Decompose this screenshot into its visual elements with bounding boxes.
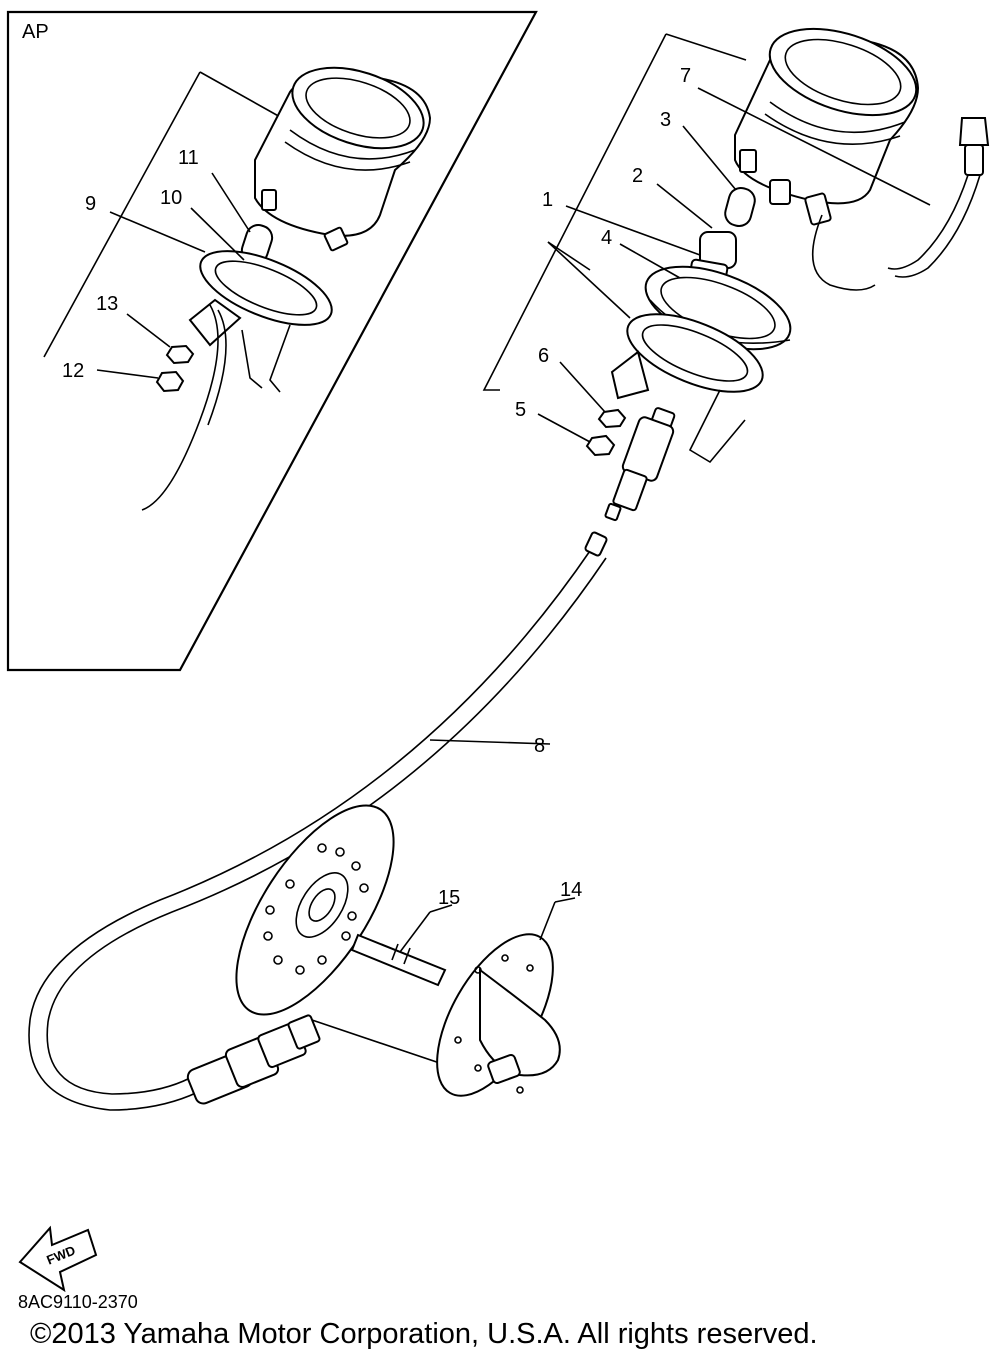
drive-disc xyxy=(235,804,395,1016)
main-assembly: 7 3 2 1 4 6 5 xyxy=(482,27,990,522)
inset-label: AP xyxy=(22,21,49,43)
inset-panel-ap: AP xyxy=(6,10,538,672)
callout-5: 5 xyxy=(515,399,526,421)
callout-12: 12 xyxy=(62,360,84,382)
callout-14: 14 xyxy=(560,879,582,901)
callout-6: 6 xyxy=(538,345,549,367)
meter-bracket xyxy=(610,313,764,464)
callout-13: 13 xyxy=(96,293,118,315)
copyright-notice: ©2013 Yamaha Motor Corporation, U.S.A. A… xyxy=(30,1318,818,1350)
callout-9: 9 xyxy=(85,193,96,215)
callout-11: 11 xyxy=(178,147,199,169)
callout-2: 2 xyxy=(632,165,643,187)
meter-cable-end xyxy=(887,117,990,278)
speedometer-gear-unit: 14 xyxy=(436,879,582,1097)
callout-15: 15 xyxy=(438,887,460,909)
drive-shaft: 15 xyxy=(350,887,460,987)
cable-connector xyxy=(604,407,676,522)
inset-meter xyxy=(254,66,432,252)
callout-7: 7 xyxy=(680,65,691,87)
fwd-arrow-icon: FWD xyxy=(18,1225,98,1293)
callout-3: 3 xyxy=(660,109,671,131)
callout-8: 8 xyxy=(534,735,545,757)
speedometer-cable: 8 xyxy=(28,531,608,1111)
callout-4: 4 xyxy=(601,227,612,249)
drawing-number: 8AC9110-2370 xyxy=(18,1292,138,1312)
main-meter xyxy=(734,27,920,291)
inset-bracket xyxy=(141,250,333,511)
callout-1: 1 xyxy=(542,189,553,211)
callout-10: 10 xyxy=(160,187,182,209)
